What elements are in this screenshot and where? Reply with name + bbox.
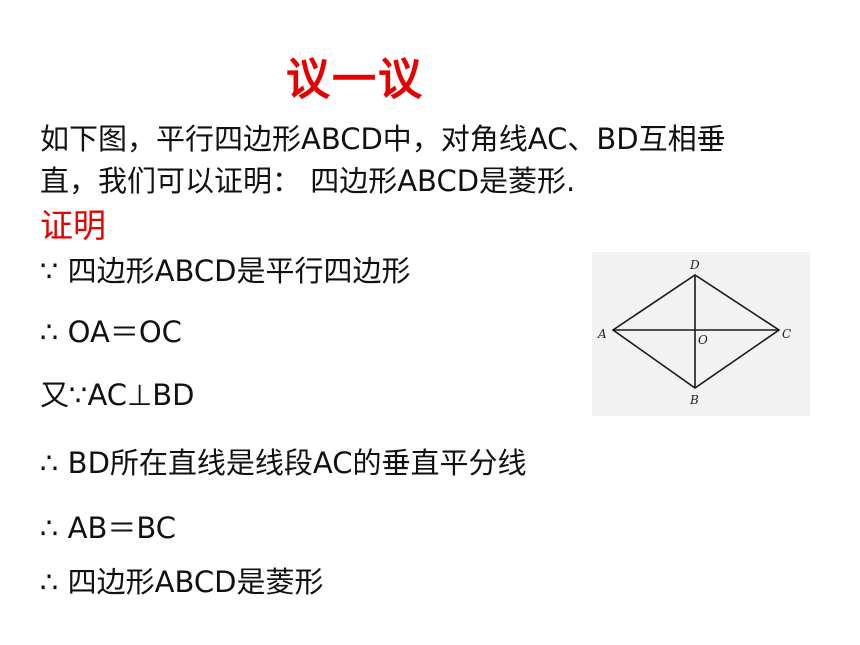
proof-step-3: 又∵AC⊥BD bbox=[40, 378, 195, 412]
proof-step-6: ∴ 四边形ABCD是菱形 bbox=[40, 565, 324, 599]
vertex-label-c: C bbox=[782, 327, 791, 341]
proof-heading: 证明 bbox=[40, 206, 106, 245]
proof-step-5: ∴ AB＝BC bbox=[40, 511, 177, 545]
proof-step-2: ∴ OA＝OC bbox=[40, 315, 182, 349]
proof-step-4: ∴ BD所在直线是线段AC的垂直平分线 bbox=[40, 446, 527, 480]
problem-statement: 如下图，平行四边形ABCD中，对角线AC、BD互相垂 直，我们可以证明： 四边形… bbox=[40, 118, 840, 202]
proof-step-1: ∵ 四边形ABCD是平行四边形 bbox=[40, 254, 411, 288]
vertex-label-d: D bbox=[689, 258, 700, 272]
slide-title: 议一议 bbox=[286, 54, 424, 105]
problem-statement-line-1: 如下图，平行四边形ABCD中，对角线AC、BD互相垂 bbox=[40, 122, 726, 156]
rhombus-diagram: D A C O B bbox=[592, 252, 810, 416]
problem-statement-line-2: 直，我们可以证明： 四边形ABCD是菱形. bbox=[40, 164, 576, 198]
vertex-label-a: A bbox=[597, 327, 607, 341]
vertex-label-o: O bbox=[698, 333, 708, 347]
vertex-label-b: B bbox=[689, 393, 699, 407]
rhombus-outline bbox=[611, 274, 781, 389]
